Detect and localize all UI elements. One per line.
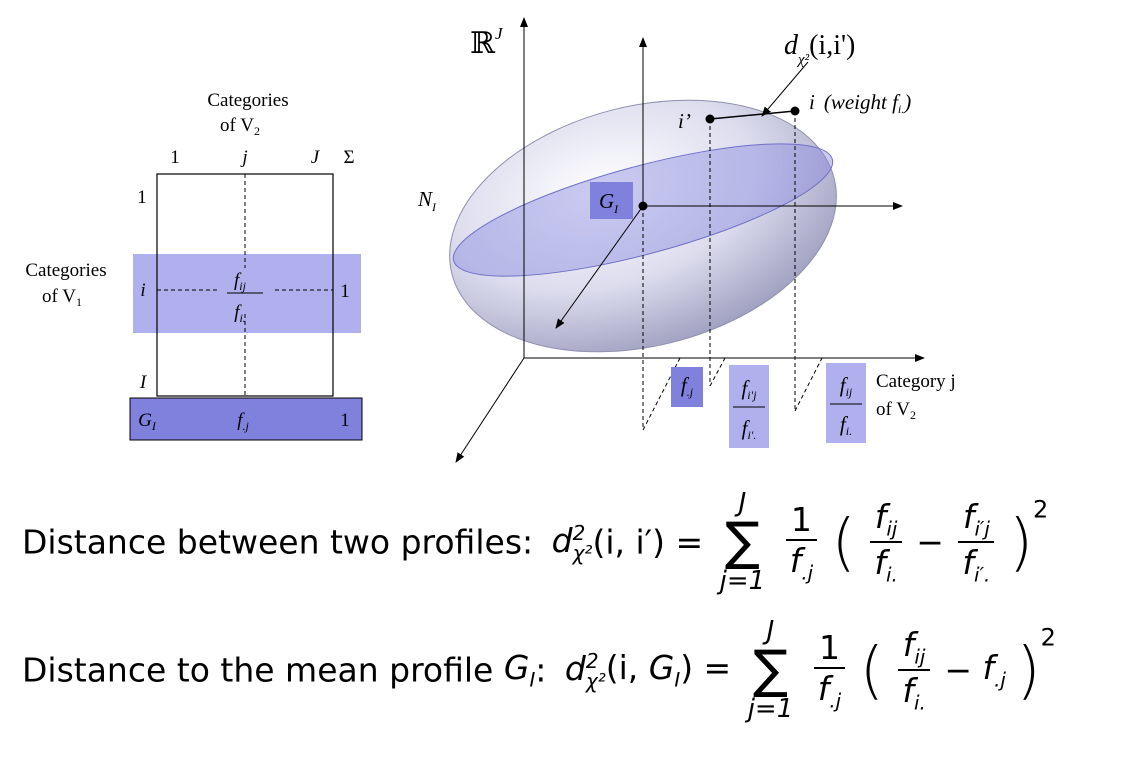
distance-label-pointer	[761, 61, 809, 117]
row-label-i: i	[140, 280, 145, 301]
formula2-colon: :	[535, 650, 547, 690]
point-i	[790, 106, 800, 116]
point-i-label: i(weight fi.)	[809, 90, 911, 116]
formula2-mean-term: f.j	[982, 648, 1006, 692]
mean-profile-label: GI	[138, 410, 157, 433]
box-i-prime-denominator: fi'.	[742, 416, 757, 442]
space-label: ℝJ	[470, 24, 504, 60]
centroid-label: GI	[599, 189, 619, 216]
formula1-power: 2	[1033, 495, 1049, 524]
mean-profile-sum: 1	[340, 410, 350, 431]
formula2-sum: J∑j=1	[747, 616, 794, 724]
cell-numerator: fij	[234, 270, 247, 293]
formula2-label-g: GI	[503, 648, 536, 692]
box-f-i-profile	[826, 363, 866, 443]
profile-space: ℝJ dχ²(i,i') i’ i(weight fi.) NI GI f.j …	[417, 17, 956, 463]
contingency-table: Categories of V2 1 j J Σ 1 i I Categorie…	[25, 90, 363, 441]
cell-denominator: fi.	[234, 302, 246, 325]
axis-label-category-j: Category j	[876, 371, 956, 392]
mean-profile-bar	[129, 397, 363, 441]
diagram-canvas: Categories of V2 1 j J Σ 1 i I Categorie…	[25, 17, 956, 463]
left-header-line2: of V1	[42, 286, 82, 309]
profile-cloud-ellipsoid	[449, 99, 837, 353]
top-header-line1: Categories	[207, 90, 288, 111]
column-label-sigma: Σ	[343, 147, 354, 168]
centroid-label-box	[590, 182, 633, 219]
column-label-j: j	[239, 147, 247, 168]
box-i-denominator: fi.	[840, 412, 852, 438]
projection-diagonal-2	[709, 357, 726, 387]
point-i-prime	[705, 114, 715, 124]
top-header-line2: of V2	[220, 115, 260, 138]
formula1-label: Distance between two profiles:	[22, 522, 534, 562]
projection-diagonal-3	[794, 357, 823, 412]
distance-segment	[709, 110, 796, 120]
formula2-power: 2	[1040, 623, 1056, 652]
centroid-depth-axis	[555, 205, 644, 329]
formula1-minus: −	[916, 522, 944, 562]
row-sum-value: 1	[340, 281, 350, 302]
formula2-minus: −	[944, 650, 972, 690]
row-label-1: 1	[137, 187, 147, 208]
cloud-label: NI	[417, 187, 437, 214]
left-header-line1: Categories	[25, 260, 106, 281]
point-centroid	[638, 201, 648, 211]
box-f-dot-j	[671, 367, 703, 407]
box-i-numerator: fij	[840, 373, 853, 399]
formula2-label: Distance to the mean profile	[22, 650, 494, 690]
distance-label: dχ²(i,i')	[784, 30, 855, 68]
column-label-J: J	[311, 147, 321, 168]
box-i-prime-numerator: fi'j	[741, 376, 757, 402]
formula2-lhs-args: (i, GI) =	[605, 648, 732, 692]
axis-label-of-v2: of V2	[876, 399, 916, 422]
box-f-dot-j-label: f.j	[681, 373, 694, 399]
point-i-prime-label: i’	[678, 109, 691, 133]
column-label-1: 1	[170, 147, 180, 168]
formula1-lhs-args: (i, i′) =	[592, 522, 704, 562]
row-label-I: I	[139, 372, 148, 393]
depth-axis	[455, 357, 525, 463]
mean-profile-value: f.j	[237, 410, 249, 433]
formula1-sum: J∑j=1	[719, 488, 766, 596]
